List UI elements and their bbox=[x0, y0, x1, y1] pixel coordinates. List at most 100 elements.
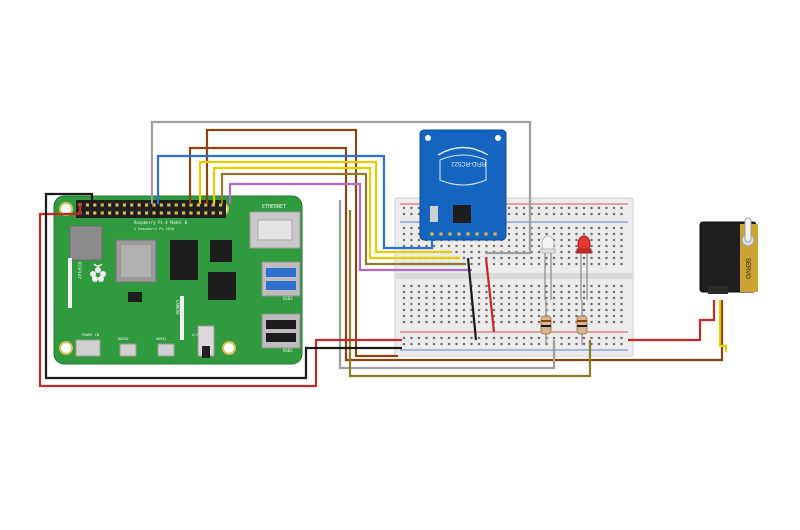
breadboard-hole bbox=[582, 342, 586, 346]
breadboard-hole bbox=[575, 238, 578, 242]
breadboard-hole bbox=[605, 262, 608, 266]
rfid-module: RFID-RC522 bbox=[419, 129, 507, 241]
gpio-pin bbox=[159, 211, 163, 215]
breadboard-hole bbox=[485, 314, 488, 318]
breadboard-hole bbox=[560, 212, 563, 216]
resistor-2 bbox=[576, 300, 588, 345]
rfid-pin bbox=[484, 232, 488, 236]
breadboard-hole bbox=[537, 314, 541, 318]
breadboard-hole bbox=[470, 320, 473, 324]
breadboard-hole bbox=[567, 284, 571, 288]
breadboard-hole bbox=[462, 284, 466, 288]
power-label: POWER IN bbox=[82, 333, 99, 337]
breadboard-hole bbox=[522, 226, 526, 230]
breadboard-hole bbox=[492, 336, 496, 340]
breadboard-hole bbox=[485, 244, 488, 248]
camera-connector bbox=[180, 296, 184, 340]
breadboard-hole bbox=[612, 238, 616, 242]
breadboard-hole bbox=[500, 320, 503, 324]
breadboard-hole bbox=[477, 308, 481, 312]
brand-text: Raspberry Pi 4 Model B bbox=[134, 220, 188, 225]
breadboard-hole bbox=[522, 342, 526, 346]
breadboard-hole bbox=[522, 244, 526, 248]
breadboard-hole bbox=[492, 256, 496, 260]
breadboard-hole bbox=[575, 212, 578, 216]
breadboard-hole bbox=[530, 256, 533, 260]
breadboard-hole bbox=[470, 342, 473, 346]
breadboard-hole bbox=[462, 342, 466, 346]
breadboard-hole bbox=[507, 296, 511, 300]
breadboard-hole bbox=[552, 290, 556, 294]
breadboard-hole bbox=[485, 296, 488, 300]
breadboard-hole bbox=[620, 284, 623, 288]
breadboard-hole bbox=[560, 284, 563, 288]
breadboard-hole bbox=[522, 336, 526, 340]
breadboard-hole bbox=[515, 336, 518, 340]
breadboard-hole bbox=[402, 314, 406, 318]
breadboard-hole bbox=[597, 336, 601, 340]
breadboard-hole bbox=[612, 212, 616, 216]
breadboard-hole bbox=[447, 308, 451, 312]
breadboard-hole bbox=[507, 302, 511, 306]
breadboard-hole bbox=[612, 244, 616, 248]
gpio-pin bbox=[137, 203, 141, 207]
breadboard-hole bbox=[605, 250, 608, 254]
breadboard-hole bbox=[620, 320, 623, 324]
breadboard-hole bbox=[597, 284, 601, 288]
breadboard-hole bbox=[605, 336, 608, 340]
breadboard-hole bbox=[417, 238, 421, 242]
breadboard-hole bbox=[432, 284, 436, 288]
breadboard-hole bbox=[530, 212, 533, 216]
breadboard-hole bbox=[620, 336, 623, 340]
breadboard-hole bbox=[500, 342, 503, 346]
breadboard-hole bbox=[552, 206, 556, 210]
breadboard-hole bbox=[590, 232, 593, 236]
breadboard-hole bbox=[492, 290, 496, 294]
breadboard-hole bbox=[590, 256, 593, 260]
breadboard-hole bbox=[515, 342, 518, 346]
wire-brown-2 bbox=[188, 146, 724, 362]
breadboard-hole bbox=[620, 232, 623, 236]
wire-olive bbox=[220, 172, 466, 266]
breadboard-hole bbox=[530, 262, 533, 266]
breadboard-hole bbox=[590, 296, 593, 300]
breadboard-hole bbox=[522, 290, 526, 294]
breadboard-hole bbox=[567, 238, 571, 242]
wire-brown bbox=[205, 128, 398, 358]
breadboard-hole bbox=[432, 302, 436, 306]
gpio-pin bbox=[85, 211, 89, 215]
breadboard-hole bbox=[552, 212, 556, 216]
breadboard-hole bbox=[462, 256, 466, 260]
breadboard-hole bbox=[455, 244, 458, 248]
breadboard-hole bbox=[620, 342, 623, 346]
breadboard-hole bbox=[567, 314, 571, 318]
breadboard-hole bbox=[560, 296, 563, 300]
breadboard-hole bbox=[530, 320, 533, 324]
breadboard-hole bbox=[575, 336, 578, 340]
breadboard-hole bbox=[537, 262, 541, 266]
breadboard-hole bbox=[537, 336, 541, 340]
breadboard-hole bbox=[620, 226, 623, 230]
breadboard-hole bbox=[425, 302, 428, 306]
breadboard-hole bbox=[477, 302, 481, 306]
breadboard-hole bbox=[440, 284, 443, 288]
gpio-pin bbox=[85, 203, 89, 207]
breadboard-hole bbox=[590, 302, 593, 306]
breadboard-hole bbox=[507, 244, 511, 248]
breadboard-hole bbox=[402, 302, 406, 306]
hdmi1-label: HDMI1 bbox=[156, 337, 167, 341]
breadboard-hole bbox=[522, 284, 526, 288]
breadboard-hole bbox=[402, 308, 406, 312]
breadboard-hole bbox=[597, 290, 601, 294]
gpio-header bbox=[76, 200, 226, 218]
small-chip bbox=[128, 292, 142, 302]
breadboard-hole bbox=[500, 336, 503, 340]
breadboard-hole bbox=[402, 206, 406, 210]
breadboard-hole bbox=[515, 212, 518, 216]
breadboard-hole bbox=[590, 212, 593, 216]
gpio-pin bbox=[189, 211, 193, 215]
breadboard-hole bbox=[515, 314, 518, 318]
antenna-trace bbox=[437, 146, 489, 156]
breadboard-hole bbox=[417, 302, 421, 306]
breadboard-hole bbox=[410, 296, 413, 300]
